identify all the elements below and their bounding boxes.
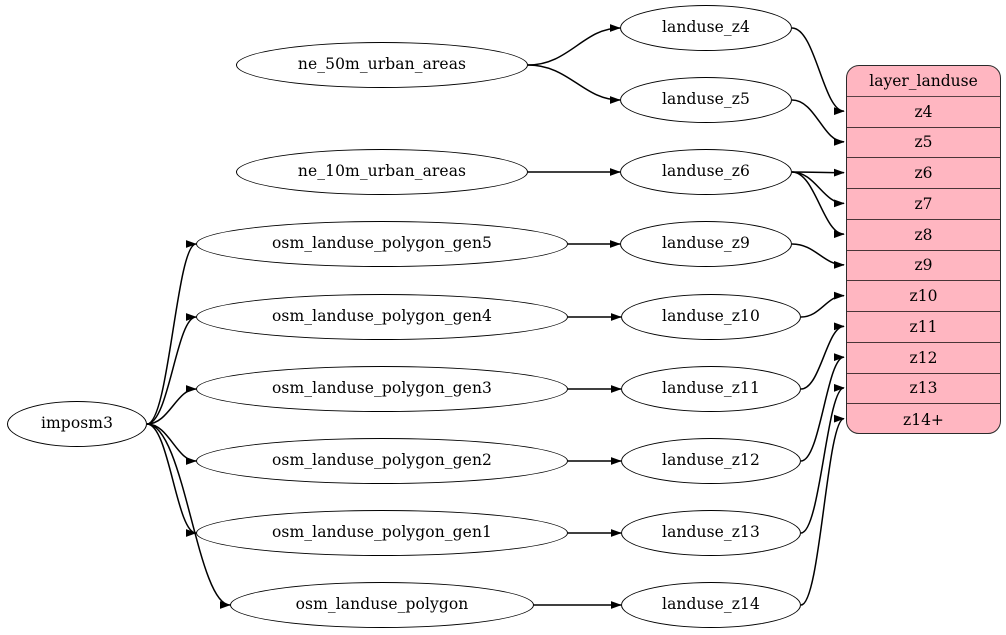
node-ne_10m_urban_areas[interactable]: ne_10m_urban_areas (236, 149, 528, 195)
node-ne_50m_urban_areas[interactable]: ne_50m_urban_areas (236, 42, 528, 88)
node-label: osm_landuse_polygon_gen5 (272, 234, 492, 253)
node-label: imposm3 (40, 414, 114, 433)
node-label: osm_landuse_polygon_gen4 (272, 307, 492, 326)
edge-landuse_z14-to-layer_landuse-z14- (800, 414, 845, 606)
edge-landuse_z6-to-layer_landuse-z7 (791, 171, 845, 208)
edge-imposm3-to-osm_landuse_polygon_gen1 (146, 423, 197, 537)
node-label: landuse_z12 (662, 451, 760, 470)
node-label: osm_landuse_polygon_gen2 (272, 451, 492, 470)
edge-imposm3-to-osm_landuse_polygon_gen3 (146, 385, 197, 425)
edge-landuse_z10-to-layer_landuse-z10 (800, 291, 845, 318)
node-label: landuse_z10 (662, 307, 760, 326)
edge-ne_50m_urban_areas-to-landuse_z4 (527, 24, 621, 66)
layer-table-row-z8[interactable]: z8 (847, 220, 1000, 251)
layer-table-row-z4[interactable]: z4 (847, 97, 1000, 128)
node-osm_landuse_polygon_gen1[interactable]: osm_landuse_polygon_gen1 (196, 510, 568, 556)
node-landuse_z9[interactable]: landuse_z9 (620, 221, 792, 267)
node-osm_landuse_polygon_gen5[interactable]: osm_landuse_polygon_gen5 (196, 221, 568, 267)
node-imposm3[interactable]: imposm3 (7, 401, 147, 447)
node-landuse_z11[interactable]: landuse_z11 (621, 366, 801, 412)
layer-table-row-z11[interactable]: z11 (847, 312, 1000, 343)
node-landuse_z12[interactable]: landuse_z12 (621, 438, 801, 484)
layer-table-row-z10[interactable]: z10 (847, 281, 1000, 312)
node-label: osm_landuse_polygon_gen3 (272, 379, 492, 398)
node-label: ne_10m_urban_areas (297, 162, 467, 181)
node-osm_landuse_polygon_gen2[interactable]: osm_landuse_polygon_gen2 (196, 438, 568, 484)
node-osm_landuse_polygon_gen3[interactable]: osm_landuse_polygon_gen3 (196, 366, 568, 412)
edge-landuse_z13-to-layer_landuse-z13 (800, 383, 845, 534)
layer-table-header: layer_landuse (847, 66, 1000, 97)
edge-landuse_z11-to-layer_landuse-z11 (800, 322, 845, 390)
edge-imposm3-to-osm_landuse_polygon_gen5 (146, 240, 197, 425)
node-label: landuse_z13 (662, 523, 760, 542)
edge-ne_50m_urban_areas-to-landuse_z5 (527, 64, 621, 104)
node-landuse_z13[interactable]: landuse_z13 (621, 510, 801, 556)
node-landuse_z14[interactable]: landuse_z14 (621, 582, 801, 628)
edge-landuse_z5-to-layer_landuse-z5 (791, 99, 845, 146)
node-osm_landuse_polygon_gen4[interactable]: osm_landuse_polygon_gen4 (196, 294, 568, 340)
node-label: landuse_z9 (662, 234, 750, 253)
node-label: landuse_z14 (662, 595, 760, 614)
edge-landuse_z12-to-layer_landuse-z12 (800, 353, 845, 462)
node-landuse_z10[interactable]: landuse_z10 (621, 294, 801, 340)
node-label: landuse_z5 (662, 90, 750, 109)
node-landuse_z6[interactable]: landuse_z6 (620, 149, 792, 195)
node-label: ne_50m_urban_areas (297, 55, 467, 74)
edge-landuse_z4-to-layer_landuse-z4 (791, 27, 845, 116)
layer-table-row-z5[interactable]: z5 (847, 128, 1000, 159)
node-label: osm_landuse_polygon_gen1 (272, 523, 492, 542)
node-label: landuse_z4 (662, 18, 750, 37)
node-landuse_z5[interactable]: landuse_z5 (620, 77, 792, 123)
node-landuse_z4[interactable]: landuse_z4 (620, 5, 792, 51)
layer-table-row-z9[interactable]: z9 (847, 251, 1000, 282)
edge-imposm3-to-osm_landuse_polygon (146, 423, 231, 609)
edge-landuse_z9-to-layer_landuse-z9 (791, 243, 845, 269)
node-label: landuse_z6 (662, 162, 750, 181)
layer-table-row-z7[interactable]: z7 (847, 189, 1000, 220)
node-label: osm_landuse_polygon (295, 595, 469, 614)
layer-table-row-z6[interactable]: z6 (847, 158, 1000, 189)
node-label: landuse_z11 (662, 379, 760, 398)
layer-table-row-z14plus[interactable]: z14+ (903, 410, 944, 429)
edge-landuse_z6-to-layer_landuse-z8 (791, 171, 845, 239)
node-osm_landuse_polygon[interactable]: osm_landuse_polygon (230, 582, 534, 628)
layer-table-row-z12[interactable]: z12 (847, 343, 1000, 374)
layer-table-row-z13[interactable]: z13 (847, 374, 1000, 405)
edge-imposm3-to-osm_landuse_polygon_gen4 (146, 313, 197, 425)
